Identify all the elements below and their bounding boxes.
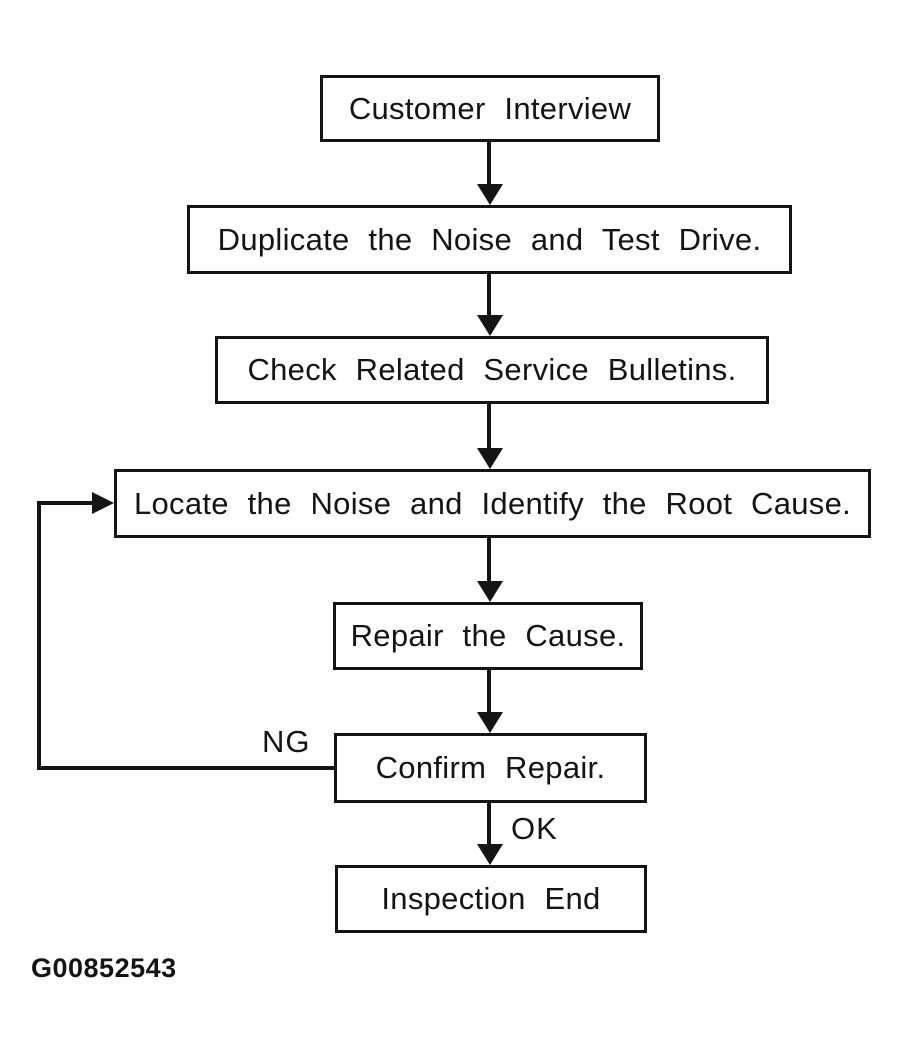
feedback-line-top <box>37 501 94 505</box>
arrowhead-down-icon <box>477 581 503 602</box>
arrow-line-confirm-to-inspection <box>487 803 491 846</box>
arrow-line-locate-to-repair <box>487 538 491 583</box>
arrowhead-down-icon <box>477 448 503 469</box>
arrowhead-down-icon <box>477 844 503 865</box>
arrow-line-repair-to-confirm <box>487 670 491 714</box>
node-repair-cause: Repair the Cause. <box>333 602 643 670</box>
node-confirm-repair: Confirm Repair. <box>334 733 647 803</box>
arrowhead-right-icon <box>92 492 114 514</box>
arrow-line-check-to-locate <box>487 404 491 450</box>
feedback-line-vertical <box>37 501 41 770</box>
arrowhead-down-icon <box>477 315 503 336</box>
node-inspection-end: Inspection End <box>335 865 647 933</box>
arrowhead-down-icon <box>477 712 503 733</box>
arrow-line-customer-to-duplicate <box>487 142 491 187</box>
feedback-line-bottom <box>37 766 334 770</box>
edge-label-ng: NG <box>262 724 311 759</box>
node-locate-noise: Locate the Noise and Identify the Root C… <box>114 469 871 538</box>
node-customer-interview: Customer Interview <box>320 75 660 142</box>
arrowhead-down-icon <box>477 184 503 205</box>
node-duplicate-noise: Duplicate the Noise and Test Drive. <box>187 205 792 274</box>
arrow-line-duplicate-to-check <box>487 274 491 317</box>
figure-code: G00852543 <box>31 953 177 983</box>
edge-label-ok: OK <box>511 811 558 846</box>
node-check-bulletins: Check Related Service Bulletins. <box>215 336 769 404</box>
